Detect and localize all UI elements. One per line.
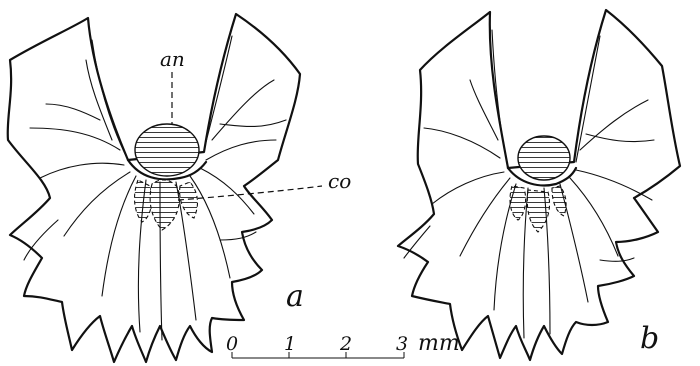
panel-label-a: a [286, 279, 304, 314]
label-co: co [328, 169, 351, 193]
flower-a-corona-mid [150, 180, 179, 230]
flower-b [398, 10, 680, 360]
label-an: an [160, 47, 185, 71]
panel-label-b: b [640, 321, 659, 356]
scale-label-1: 1 [284, 333, 296, 355]
scale-bar: 0 1 2 3 mm [226, 331, 460, 358]
flower-b-anther [518, 136, 570, 180]
scale-unit: mm [418, 331, 460, 356]
flower-a [8, 14, 300, 362]
scale-label-2: 2 [339, 333, 352, 355]
scale-label-3: 3 [396, 333, 408, 355]
scale-label-0: 0 [226, 333, 238, 355]
flower-a-anther [135, 124, 199, 176]
flower-b-corona-left [510, 186, 526, 220]
